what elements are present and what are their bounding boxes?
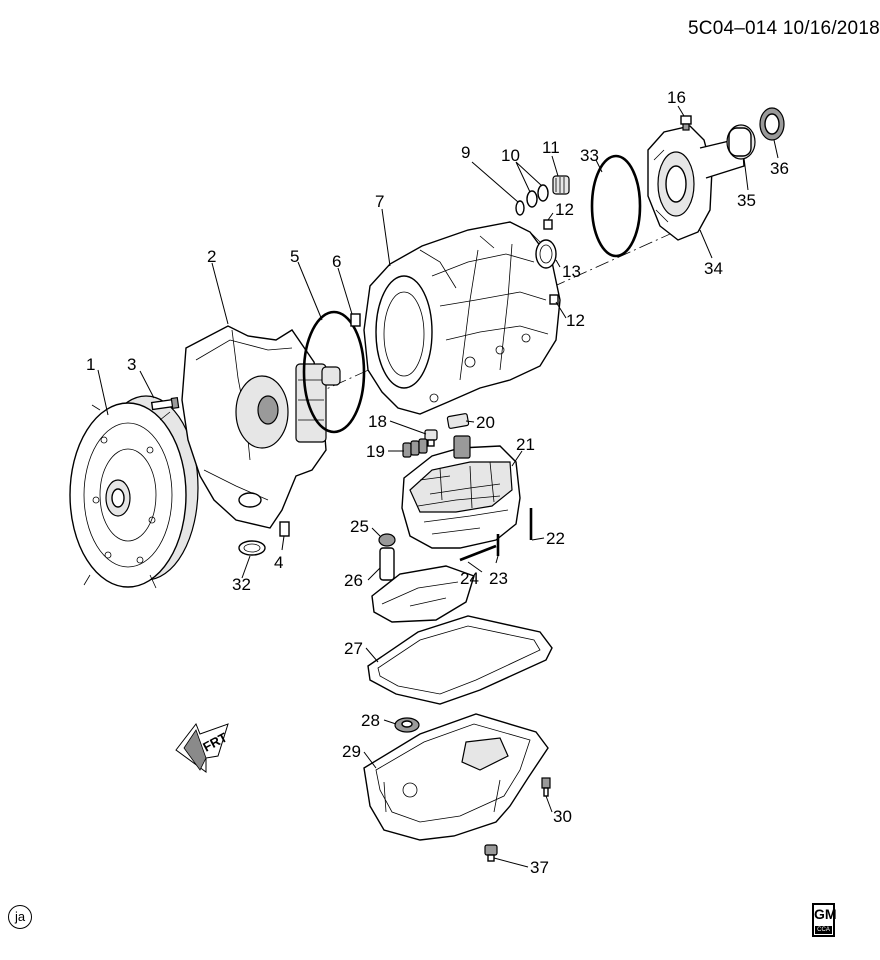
oil-pan-bolt (541, 777, 551, 797)
callout-22: 22 (546, 529, 565, 548)
callout-28: 28 (361, 711, 380, 730)
callout-1: 1 (86, 355, 95, 374)
center-axis (179, 224, 691, 456)
control-valve-body (401, 435, 521, 549)
housing-o-ring (302, 310, 366, 434)
callout-3: 3 (127, 355, 136, 374)
leader-lines (97, 105, 779, 868)
callout-6: 6 (332, 252, 341, 271)
callout-12-upper: 12 (555, 200, 574, 219)
callout-4: 4 (274, 553, 283, 572)
valve-body-bolt-angled (459, 544, 497, 562)
callout-32: 32 (232, 575, 251, 594)
extension-o-ring (590, 154, 642, 258)
output-spline-sleeve (552, 175, 570, 195)
callout-37: 37 (530, 858, 549, 877)
case-extension-seal (535, 239, 557, 269)
callout-9: 9 (461, 143, 470, 162)
housing-seal-ring (238, 540, 266, 556)
callout-16: 16 (667, 88, 686, 107)
callout-36: 36 (770, 159, 789, 178)
callout-24: 24 (460, 569, 479, 588)
exploded-parts-diagram: 5C04–014 10/16/2018 (8, 18, 880, 937)
fluid-filter (371, 547, 475, 623)
diagram-code-date: 5C04–014 10/16/2018 (688, 18, 880, 39)
oil-pan (363, 713, 549, 841)
callout-2: 2 (207, 247, 216, 266)
oil-pan-gasket (367, 615, 553, 705)
callout-23: 23 (489, 569, 508, 588)
oil-pan-magnet (394, 717, 420, 733)
callout-13: 13 (562, 262, 581, 281)
callout-12-lower: 12 (566, 311, 585, 330)
gm-logo-text: GM (814, 906, 837, 922)
torque-converter (69, 395, 199, 589)
callout-29: 29 (342, 742, 361, 761)
callout-20: 20 (476, 413, 495, 432)
callout-10: 10 (501, 146, 520, 165)
transmission-case (363, 221, 561, 415)
callout-34: 34 (704, 259, 723, 278)
callout-7: 7 (375, 192, 384, 211)
callout-26: 26 (344, 571, 363, 590)
callout-5: 5 (290, 247, 299, 266)
callout-11: 11 (542, 138, 560, 157)
accumulator-plug (424, 429, 438, 447)
callout-19: 19 (366, 442, 385, 461)
housing-dowel (279, 521, 290, 537)
callout-27: 27 (344, 639, 363, 658)
front-direction-arrow-icon: FRT (175, 722, 230, 773)
diagram-canvas: 1 2 3 4 5 6 7 9 10 11 12 12 13 16 18 19 … (69, 88, 789, 877)
case-dowel-pin (350, 313, 361, 327)
gm-logo-band: CCA (817, 927, 830, 933)
callout-30: 30 (553, 807, 572, 826)
converter-housing-bolt (150, 396, 180, 411)
extension-bushing (726, 124, 756, 160)
solenoid-connectors (402, 438, 428, 458)
extension-bolt (680, 115, 692, 131)
thrust-washers (526, 184, 549, 208)
callout-18: 18 (368, 412, 387, 431)
callout-33: 33 (580, 146, 599, 165)
snap-ring (515, 200, 525, 216)
callout-labels: 1 2 3 4 5 6 7 9 10 11 12 12 13 16 18 19 … (86, 88, 789, 877)
plug-upper (543, 219, 553, 230)
extension-housing (647, 125, 745, 241)
callout-35: 35 (737, 191, 756, 210)
callout-21: 21 (516, 435, 535, 454)
view-code-badge: ja (8, 905, 32, 929)
output-shaft-seal (759, 107, 785, 141)
filter-seal (378, 533, 396, 547)
callout-25: 25 (350, 517, 369, 536)
drain-plug (484, 844, 498, 862)
harness-clip (446, 413, 470, 429)
plug-lower (549, 294, 559, 305)
gm-logo-icon: GM CCA (812, 903, 837, 937)
